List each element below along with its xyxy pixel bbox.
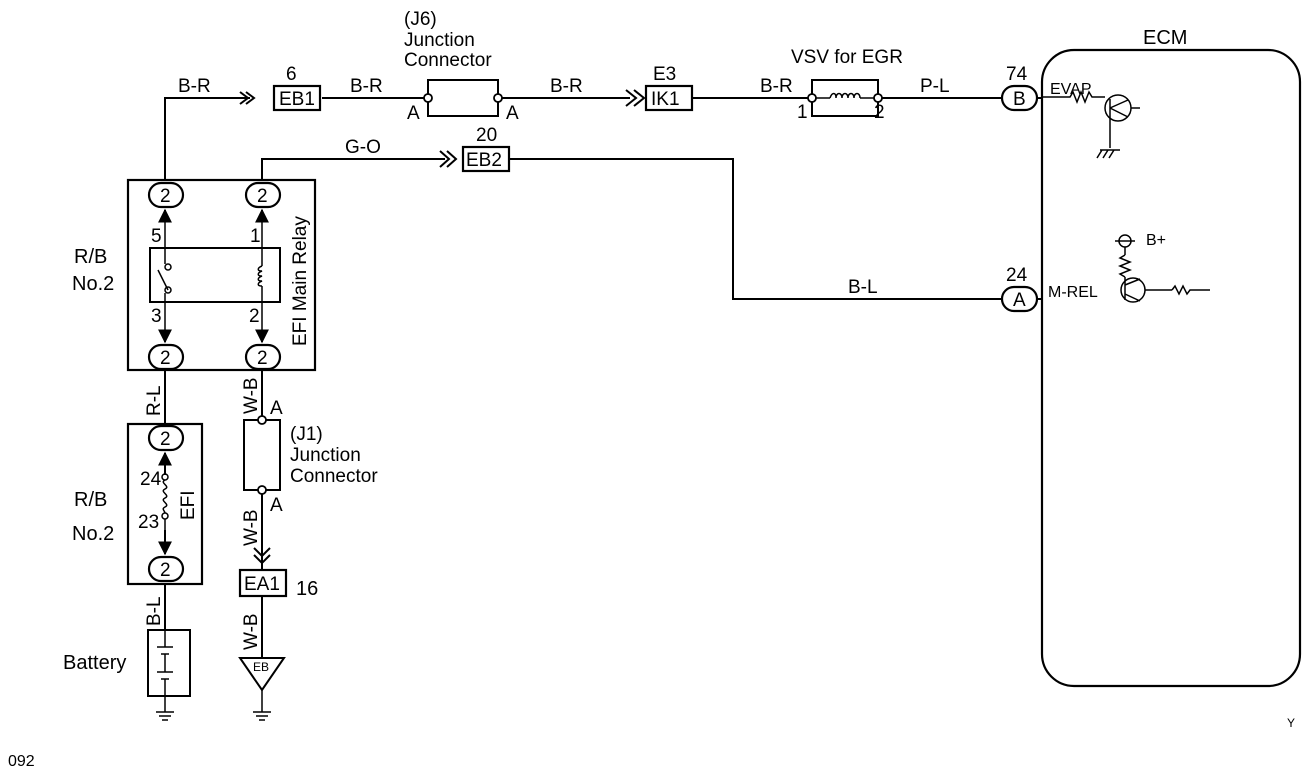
wire-label-br-1: B-R (178, 76, 211, 97)
j6-pin-left: A (407, 103, 420, 124)
connector-ik1: IK1 E3 (644, 64, 694, 112)
connector-ik1-code: IK1 (651, 89, 680, 110)
fuse-block-line1: R/B (74, 489, 107, 511)
mrel-transistor-icon (1115, 234, 1210, 303)
junction-connector-j6: (J6) Junction Connector A A (404, 9, 519, 124)
relay-pin-1: 1 (250, 226, 261, 247)
j1-line3: Connector (290, 466, 378, 487)
wire-label-wb-2: W-B (241, 509, 262, 546)
ecm-pin-b-number: 74 (1006, 64, 1028, 85)
battery: Battery (63, 629, 191, 697)
wire-label-bl-bottom: B-L (144, 596, 165, 626)
efi-fuse-icon (161, 473, 169, 530)
connector-eb1-code: EB1 (279, 89, 315, 110)
fuse-pin-23: 23 (138, 512, 159, 533)
ecm-unit: ECM EVAP M-REL B+ (1040, 27, 1302, 688)
relay-pin-5: 5 (151, 226, 162, 247)
relay-pin-3: 3 (151, 306, 162, 327)
vsv-pin2: 2 (874, 102, 885, 123)
relay-switch-icon (157, 248, 172, 302)
connector-ik1-number: E3 (653, 64, 676, 85)
wire-label-rl: R-L (144, 385, 165, 416)
j1-pin-bottom: A (270, 495, 283, 516)
fuse-block-rb2: R/B No.2 2 2 24 23 EFI (72, 422, 204, 586)
wire-label-br-4: B-R (760, 76, 793, 97)
ecm-bplus-label: B+ (1146, 232, 1166, 249)
relay-coil-icon (257, 248, 263, 302)
j1-line1: (J1) (290, 424, 323, 445)
relay-block-rb2: R/B No.2 2 2 2 2 5 1 3 2 (72, 178, 317, 372)
ecm-pin-b-letter: B (1013, 89, 1026, 110)
connector-ea1: EA1 16 (238, 568, 318, 600)
vsv-label: VSV for EGR (791, 47, 903, 68)
battery-ground-icon (156, 696, 174, 721)
connector-eb2-number: 20 (476, 125, 497, 146)
connector-eb2-code: EB2 (466, 150, 502, 171)
ea1-arrow-icon (253, 547, 271, 565)
wire-go-bl-harness (261, 150, 1042, 300)
ecm-title: ECM (1143, 27, 1187, 49)
ecm-pin-b: B 74 (1000, 64, 1039, 112)
connector-eb2: EB2 20 (461, 125, 511, 173)
relay-conn-top-left: 2 (160, 186, 171, 207)
j1-line2: Junction (290, 445, 361, 466)
wire-label-wb-1: W-B (241, 377, 262, 414)
vsv-pin1: 1 (797, 102, 808, 123)
junction-connector-j1: A A (J1) Junction Connector (243, 398, 378, 516)
relay-label: EFI Main Relay (290, 216, 311, 346)
ecm-pin-a-letter: A (1013, 290, 1026, 311)
relay-conn-bottom-left: 2 (160, 348, 171, 369)
fuse-label: EFI (178, 490, 199, 520)
fuse-conn-top: 2 (160, 429, 171, 450)
ecm-pin-a-number: 24 (1006, 265, 1028, 286)
connector-eb1-number: 6 (286, 64, 297, 85)
j6-line1: (J6) (404, 9, 437, 30)
wire-label-br-3: B-R (550, 76, 583, 97)
relay-pin-2: 2 (249, 306, 260, 327)
fuse-conn-bottom: 2 (160, 560, 171, 581)
wire-label-bl-top: B-L (848, 277, 878, 298)
j6-line3: Connector (404, 50, 492, 71)
wire-br-harness (164, 89, 1042, 180)
j1-pin-top: A (270, 398, 283, 419)
connector-eb1: EB1 6 (272, 64, 322, 112)
ecm-mrel-label: M-REL (1048, 284, 1098, 301)
relay-block-line1: R/B (74, 246, 107, 268)
wire-label-wb-3: W-B (241, 613, 262, 650)
corner-mark: Y (1287, 716, 1295, 730)
evap-transistor-icon (1042, 89, 1140, 159)
ground-point-eb: EB (238, 657, 286, 721)
ground-icon (253, 690, 271, 721)
ecm-pin-a: A 24 (1000, 265, 1039, 313)
page-code: 092 (8, 753, 35, 770)
wire-label-br-2: B-R (350, 76, 383, 97)
j6-line2: Junction (404, 30, 475, 51)
relay-block-line2: No.2 (72, 273, 114, 295)
ground-label: EB (253, 660, 269, 674)
j6-pin-right: A (506, 103, 519, 124)
fuse-pin-24: 24 (140, 469, 162, 490)
wire-label-pl: P-L (920, 76, 950, 97)
wire-label-go: G-O (345, 137, 381, 158)
relay-conn-top-right: 2 (257, 186, 268, 207)
connector-ea1-number: 16 (296, 578, 318, 600)
battery-icon (157, 630, 173, 696)
relay-conn-bottom-right: 2 (257, 348, 268, 369)
battery-label: Battery (63, 652, 126, 674)
vsv-egr: VSV for EGR 1 2 (791, 47, 903, 123)
fuse-block-line2: No.2 (72, 523, 114, 545)
connector-ea1-code: EA1 (244, 574, 280, 595)
